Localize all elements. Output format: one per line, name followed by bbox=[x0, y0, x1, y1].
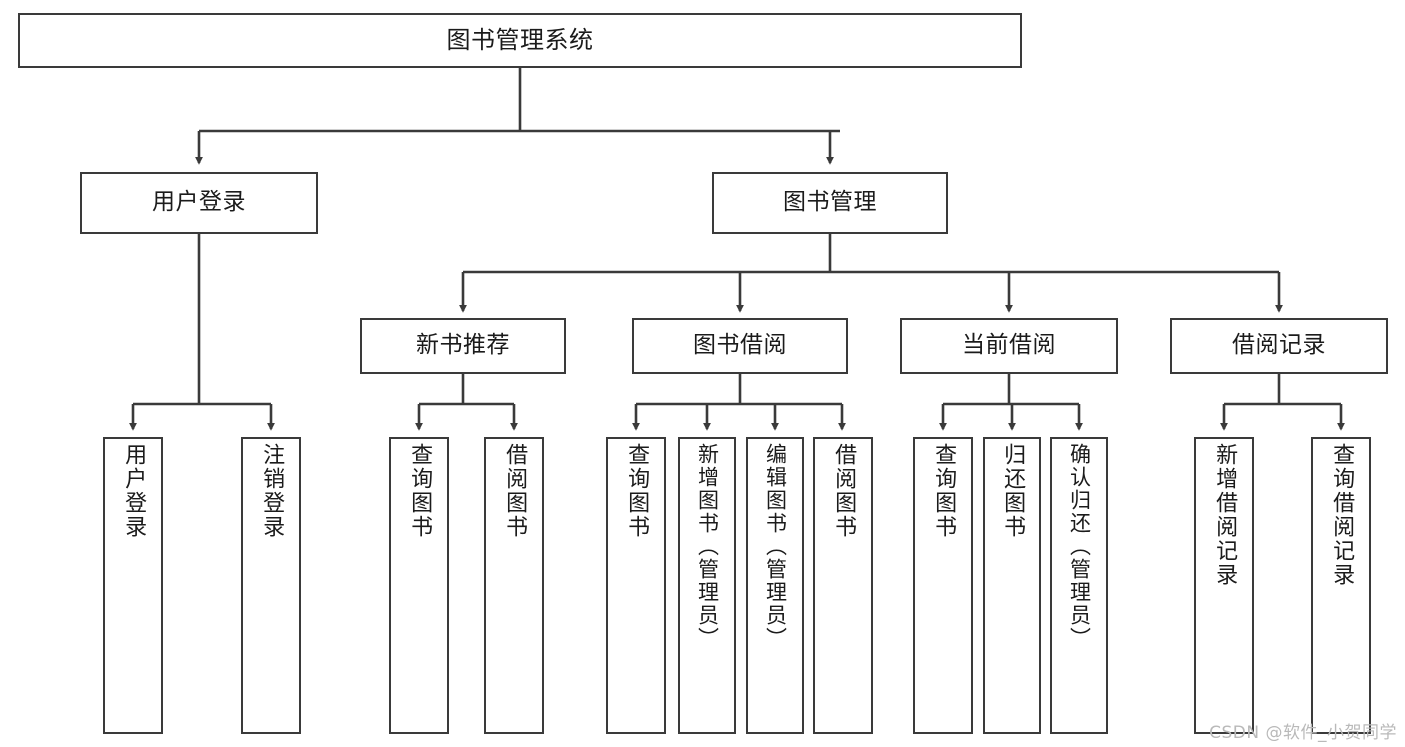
leaf-query-book-current[interactable]: 查询图书 bbox=[913, 437, 973, 734]
node-book-manage[interactable]: 图书管理 bbox=[712, 172, 948, 234]
leaf-user-login[interactable]: 用户登录 bbox=[103, 437, 163, 734]
csdn-watermark: CSDN @软件_小贺同学 bbox=[1209, 723, 1397, 743]
node-label: 查询图书 bbox=[624, 443, 650, 539]
leaf-query-borrow-record[interactable]: 查询借阅记录 bbox=[1311, 437, 1371, 734]
node-label: 归还图书 bbox=[1000, 443, 1026, 539]
node-label: 注销登录 bbox=[259, 443, 285, 539]
node-label: 编辑图书（管理员） bbox=[763, 443, 788, 650]
leaf-borrow-book-borrow[interactable]: 借阅图书 bbox=[813, 437, 873, 734]
node-label: 新书推荐 bbox=[416, 332, 510, 359]
leaf-logout[interactable]: 注销登录 bbox=[241, 437, 301, 734]
node-label: 新增借阅记录 bbox=[1212, 443, 1238, 587]
node-label: 借阅记录 bbox=[1232, 332, 1326, 359]
node-label: 借阅图书 bbox=[831, 443, 857, 539]
node-current-borrow[interactable]: 当前借阅 bbox=[900, 318, 1118, 374]
node-label: 用户登录 bbox=[121, 443, 147, 539]
node-user-login[interactable]: 用户登录 bbox=[80, 172, 318, 234]
node-label: 图书管理系统 bbox=[446, 26, 594, 55]
leaf-confirm-return-admin[interactable]: 确认归还（管理员） bbox=[1050, 437, 1108, 734]
node-label: 当前借阅 bbox=[962, 332, 1056, 359]
node-label: 查询借阅记录 bbox=[1329, 443, 1355, 587]
node-label: 借阅图书 bbox=[502, 443, 528, 539]
node-label: 确认归还（管理员） bbox=[1067, 443, 1092, 650]
node-label: 图书借阅 bbox=[693, 332, 787, 359]
leaf-borrow-book-new-book[interactable]: 借阅图书 bbox=[484, 437, 544, 734]
leaf-return-book[interactable]: 归还图书 bbox=[983, 437, 1041, 734]
node-label: 查询图书 bbox=[931, 443, 957, 539]
node-label: 图书管理 bbox=[783, 189, 877, 216]
node-label: 用户登录 bbox=[152, 189, 246, 216]
leaf-query-book-borrow[interactable]: 查询图书 bbox=[606, 437, 666, 734]
node-label: 查询图书 bbox=[407, 443, 433, 539]
node-new-book-recommend[interactable]: 新书推荐 bbox=[360, 318, 566, 374]
node-label: 新增图书（管理员） bbox=[695, 443, 720, 650]
leaf-add-book-admin[interactable]: 新增图书（管理员） bbox=[678, 437, 736, 734]
leaf-query-book-new-book[interactable]: 查询图书 bbox=[389, 437, 449, 734]
leaf-edit-book-admin[interactable]: 编辑图书（管理员） bbox=[746, 437, 804, 734]
node-borrow-record[interactable]: 借阅记录 bbox=[1170, 318, 1388, 374]
node-book-borrow[interactable]: 图书借阅 bbox=[632, 318, 848, 374]
node-root-system[interactable]: 图书管理系统 bbox=[18, 13, 1022, 68]
leaf-add-borrow-record[interactable]: 新增借阅记录 bbox=[1194, 437, 1254, 734]
